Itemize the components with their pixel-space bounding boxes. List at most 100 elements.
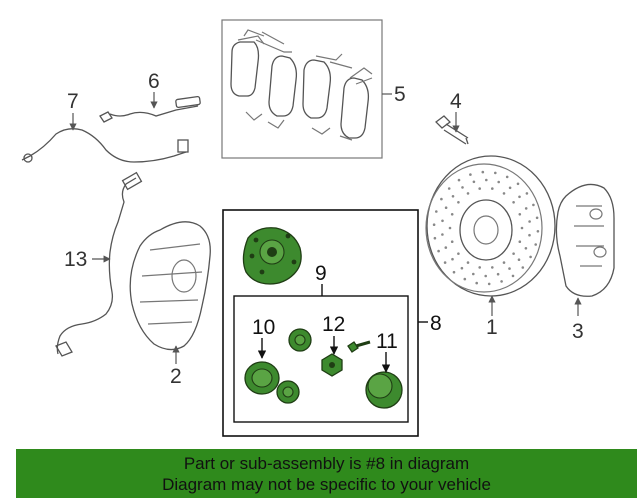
- rotor-hole: [525, 192, 529, 195]
- rotor-hole: [469, 173, 472, 176]
- rotor-hole: [452, 270, 456, 274]
- rotor-hole: [450, 213, 454, 216]
- callout-2: 2: [170, 365, 182, 388]
- rotor-hole: [450, 240, 454, 243]
- rotor-hole: [491, 187, 494, 190]
- pad-spring-1: [255, 31, 292, 53]
- rotor-hole: [448, 226, 452, 230]
- rotor-hole: [535, 216, 539, 220]
- hub-assembly-group[interactable]: 9 10 12: [222, 209, 442, 437]
- rotor-hole: [443, 261, 447, 264]
- speed-sensor-cable-group[interactable]: 7: [21, 90, 189, 163]
- callout-3: 3: [572, 320, 584, 343]
- callout-9: 9: [315, 262, 327, 285]
- banner-line-2: Diagram may not be specific to your vehi…: [162, 475, 491, 494]
- rotor-hole: [524, 207, 528, 210]
- banner-line-1: Part or sub-assembly is #8 in diagram: [183, 454, 470, 473]
- rotor-hole: [484, 274, 488, 278]
- rotor-hole: [481, 170, 485, 174]
- brake-pad-box: [221, 19, 383, 159]
- rotor-hole: [517, 258, 521, 262]
- callout-13: 13: [64, 248, 87, 271]
- pad-spring-2: [349, 67, 373, 85]
- rotor-hole: [520, 226, 524, 230]
- rotor-hole: [532, 203, 535, 207]
- rotor-hole: [496, 272, 500, 276]
- callout-1: 1: [486, 316, 498, 339]
- rotor-hole: [478, 266, 482, 269]
- abs-sensor-head: [55, 341, 73, 357]
- caliper-pistons: [574, 205, 604, 267]
- splash-shield-group[interactable]: 2: [129, 221, 211, 388]
- brake-pad-set-group[interactable]: 5: [221, 19, 406, 159]
- retaining-bolt: [347, 340, 371, 353]
- splash-shield-hole: [171, 259, 197, 293]
- rotor-hole: [460, 266, 464, 270]
- callout-5: 5: [394, 83, 406, 106]
- callout-6: 6: [148, 70, 160, 93]
- rotor-center-hole: [473, 215, 499, 245]
- callout-12: 12: [322, 313, 345, 336]
- rotor-hole: [497, 180, 501, 184]
- rotor-hole: [500, 280, 503, 283]
- pad-clip-1: [237, 29, 265, 45]
- rotor-hole: [475, 281, 479, 285]
- hub-seal: [244, 361, 280, 395]
- rotor-inner-edge: [425, 163, 543, 293]
- rotor-hole: [447, 187, 451, 190]
- rotor-hole: [521, 266, 525, 269]
- rotor-hole: [502, 261, 506, 264]
- abs-sensor-group[interactable]: 13: [55, 171, 143, 357]
- hub-assembly-box: [222, 209, 419, 437]
- info-banner: Part or sub-assembly is #8 in diagram Di…: [16, 449, 637, 498]
- rotor-hole: [457, 178, 461, 182]
- rotor-hole: [494, 171, 497, 175]
- pad-shim-2: [311, 127, 353, 141]
- callout-11: 11: [376, 330, 398, 353]
- rotor-hole: [529, 255, 532, 259]
- rotor-hole: [457, 252, 460, 255]
- rotor-hole: [451, 195, 455, 198]
- brake-pad-2: [268, 55, 298, 117]
- splash-shield-outline: [129, 221, 211, 351]
- rotor-hole: [518, 240, 522, 243]
- brake-rotor-group[interactable]: 1: [425, 155, 556, 339]
- caliper-bolt-2: [593, 246, 607, 258]
- callout-7: 7: [67, 90, 79, 113]
- rotor-hole: [432, 223, 436, 226]
- bolt-head: [435, 115, 451, 129]
- rotor-hole: [433, 236, 437, 240]
- rotor-hole: [502, 192, 506, 195]
- cable-end: [23, 153, 33, 163]
- hub-nut: [321, 353, 343, 377]
- caliper-bolt-1: [589, 208, 603, 220]
- rotor-hole: [505, 175, 509, 179]
- speed-sensor-cable: [21, 128, 187, 163]
- rotor-hat: [459, 199, 513, 261]
- rotor-hole: [435, 210, 438, 213]
- rotor-hole: [466, 192, 470, 195]
- rotor-outer-edge: [426, 155, 556, 297]
- brake-pad-1: [230, 41, 260, 97]
- caliper-group[interactable]: 3: [555, 183, 615, 343]
- rotor-hole: [472, 180, 476, 184]
- dust-cap: [365, 371, 403, 409]
- rotor-hole: [441, 219, 444, 223]
- rotor-hole: [478, 187, 482, 190]
- pad-shim-1: [245, 111, 285, 129]
- wear-sensor-plug: [175, 95, 201, 109]
- rotor-hole: [516, 182, 520, 186]
- callout-10: 10: [252, 316, 275, 339]
- rotor-cross-drilled-holes: [432, 170, 540, 286]
- callout-8: 8: [430, 312, 442, 335]
- wear-sensor-group[interactable]: 6: [99, 70, 201, 123]
- rotor-hole: [534, 243, 537, 246]
- rotor-hole: [487, 282, 491, 286]
- wear-sensor-tip: [99, 111, 113, 123]
- rotor-hole: [437, 249, 440, 253]
- rotor-hole: [528, 220, 531, 223]
- cable-connector: [177, 139, 189, 153]
- bolt-group[interactable]: 4: [435, 90, 469, 145]
- rotor-hole: [528, 233, 531, 237]
- rotor-hole: [512, 201, 515, 204]
